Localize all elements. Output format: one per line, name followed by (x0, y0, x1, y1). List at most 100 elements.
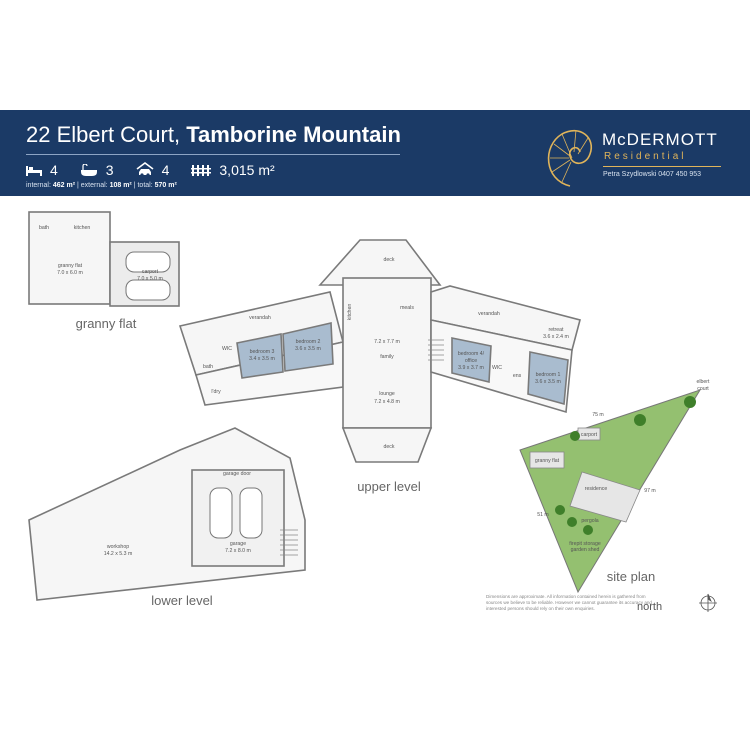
external-label: external: (80, 182, 108, 189)
stat-car-spaces: 4 (136, 162, 170, 178)
bedrooms-count: 4 (50, 162, 58, 178)
tree-icon (567, 517, 577, 527)
bath-label: bath (203, 364, 213, 370)
wic-right-label: WIC (492, 365, 502, 371)
land-size: 3,015 m² (219, 162, 275, 178)
address-underline (26, 154, 400, 155)
external-area: 108 m² (109, 182, 132, 189)
internal-label: internal: (26, 182, 51, 189)
car-icon (125, 279, 171, 301)
internal-area: 462 m² (52, 182, 76, 189)
site-plan-title: site plan (607, 569, 655, 584)
verandah-right-outline (430, 285, 581, 351)
site-granny-label: granny flat (535, 458, 560, 464)
garage-label: garage (230, 541, 246, 547)
retreat-dim: 3.6 x 2.4 m (543, 334, 569, 340)
site-firepit-label: firepit storage (569, 541, 601, 547)
bedroom-1-label: bedroom 1 (536, 372, 561, 378)
verandah-right-label: verandah (478, 311, 500, 317)
stairs-icon (280, 529, 298, 556)
bath-icon (80, 163, 97, 176)
site-granny-flat (529, 451, 565, 469)
deck-bottom-label: deck (384, 444, 395, 450)
bedroom-2-label: bedroom 2 (296, 339, 321, 345)
garage-dim: 7.2 x 8.0 m (225, 548, 251, 554)
bedroom-3-label: bedroom 3 (250, 349, 275, 355)
car-icon (125, 251, 171, 273)
stairs-icon (428, 339, 444, 361)
meals-label: meals (400, 305, 414, 311)
site-pergola-label: pergola (581, 518, 598, 524)
disclaimer-text: Dimensions are approximate. All informat… (486, 594, 652, 611)
granny-kitchen-label: kitchen (74, 225, 91, 231)
bedroom-3-room (236, 333, 284, 379)
granny-flat-outline (28, 211, 111, 305)
car-icon (239, 487, 263, 539)
office-label: office (465, 358, 477, 364)
street-label-2: court (697, 386, 709, 392)
ensuite-label: ens (513, 373, 522, 379)
stat-bedrooms: 4 (26, 162, 58, 178)
bedroom-4-label: bedroom 4/ (458, 351, 485, 357)
granny-flat-title: granny flat (76, 316, 137, 331)
car-icon (136, 162, 154, 177)
verandah-left-label: verandah (249, 315, 271, 321)
bedroom-2-room (282, 322, 334, 372)
brand-divider (603, 166, 721, 167)
bedroom-4-dim: 3.9 x 3.7 m (458, 365, 484, 371)
brand-sub: Residential (604, 151, 687, 162)
bedroom-1-room (527, 351, 569, 406)
lounge-dim: 7.2 x 4.8 m (374, 399, 400, 405)
property-address: 22 Elbert Court, Tamborine Mountain (26, 122, 401, 148)
workshop-dim: 14.2 x 5.3 m (104, 551, 133, 557)
street-label: elbert (697, 379, 711, 385)
deck-top-label: deck (384, 257, 395, 263)
granny-flat-label: granny flat (58, 263, 83, 269)
nautilus-logo-icon (547, 129, 593, 187)
site-carport-label: carport (581, 432, 598, 438)
carport-dim: 7.0 x 5.0 m (137, 276, 163, 282)
stat-bathrooms: 3 (80, 162, 114, 178)
car-icon (209, 487, 233, 539)
header-banner: 22 Elbert Court, Tamborine Mountain 4 3 (0, 110, 750, 196)
site-dim-right: 97 m (644, 488, 656, 494)
agent-contact: Petra Szydlowski 0407 450 953 (603, 171, 702, 178)
compass-icon (699, 593, 717, 612)
retreat-label: retreat (549, 327, 565, 333)
stat-land-size: 3,015 m² (191, 162, 275, 178)
lower-level-title: lower level (151, 593, 213, 608)
site-garden-label: garden shed (571, 547, 600, 553)
bathrooms-count: 3 (105, 162, 114, 178)
bedroom-4-room (451, 337, 492, 384)
bedroom-3-dim: 3.4 x 3.5 m (249, 356, 275, 362)
bedroom-2-dim: 3.6 x 3.5 m (295, 346, 321, 352)
center-outline (342, 277, 432, 429)
family-label: family (380, 354, 394, 360)
garage-door-label: garage door (223, 471, 251, 477)
tree-icon (634, 414, 646, 426)
site-dim-top: 75 m (592, 412, 604, 418)
granny-bath-label: bath (39, 225, 49, 231)
floor-areas: internal: 462 m² | external: 108 m² | to… (26, 182, 177, 189)
site-residence (569, 471, 641, 523)
bedroom-1-dim: 3.6 x 3.5 m (535, 379, 561, 385)
granny-flat-dim: 7.0 x 6.0 m (57, 270, 83, 276)
upper-level-title: upper level (357, 479, 421, 494)
car-spaces-count: 4 (161, 162, 170, 178)
address-street: 22 Elbert Court, (26, 122, 181, 147)
total-area: 570 m² (154, 182, 177, 189)
tree-icon (555, 505, 565, 515)
floor-plan-drawing: granny flat upper level lower level site… (28, 211, 717, 612)
total-label: total: (137, 182, 153, 189)
brand-name: McDERMOTT (602, 130, 718, 149)
garage-outline (191, 469, 285, 567)
site-dim-left: 51 m (537, 512, 549, 518)
address-suburb: Tamborine Mountain (186, 122, 401, 147)
lounge-label: lounge (379, 391, 395, 397)
bed-icon (26, 166, 42, 176)
wic-left-label: WIC (222, 346, 232, 352)
site-residence-label: residence (585, 486, 608, 492)
family-dim: 7.2 x 7.7 m (374, 339, 400, 345)
kitchen-label: kitchen (347, 304, 353, 321)
fence-icon (191, 165, 212, 176)
